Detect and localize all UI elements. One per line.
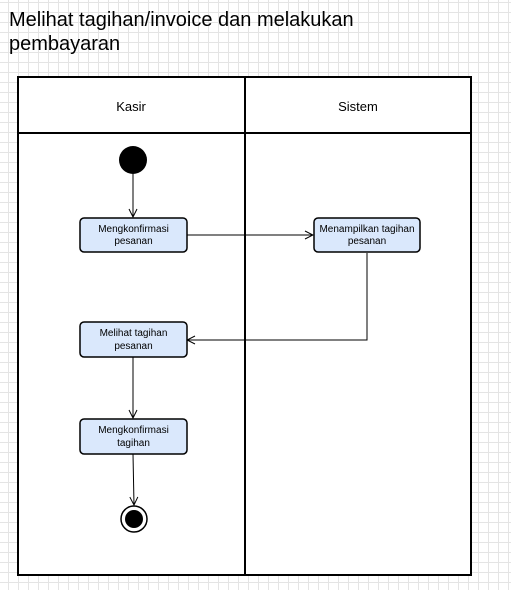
action-label-line: pesanan	[114, 236, 152, 247]
final-node	[120, 505, 148, 533]
action-tampilkan-tagihan: Menampilkan tagihan pesanan	[313, 217, 421, 253]
action-label-line: tagihan	[117, 438, 150, 449]
action-lihat-tagihan: Melihat tagihan pesanan	[79, 321, 188, 358]
lane-header-sistem: Sistem	[338, 99, 378, 114]
action-label-line: Menampilkan tagihan	[319, 224, 414, 235]
diagram-title: Melihat tagihan/invoice dan melakukan pe…	[9, 9, 354, 55]
action-konfirmasi-tagihan: Mengkonfirmasi tagihan	[79, 418, 188, 455]
action-konfirmasi-pesanan: Mengkonfirmasi pesanan	[79, 217, 188, 253]
flow-edges	[133, 174, 368, 505]
action-label-line: pesanan	[348, 236, 386, 247]
lane-header-kasir: Kasir	[116, 99, 146, 114]
edge-konfirmasi-tagihan-to-end	[133, 453, 134, 505]
action-label-line: Melihat tagihan	[100, 328, 168, 339]
action-label-line: pesanan	[114, 341, 152, 352]
action-label-line: Mengkonfirmasi	[98, 224, 169, 235]
edge-tampilkan-to-lihat	[187, 253, 368, 340]
initial-node	[119, 146, 147, 174]
action-label-line: Mengkonfirmasi	[98, 425, 169, 436]
